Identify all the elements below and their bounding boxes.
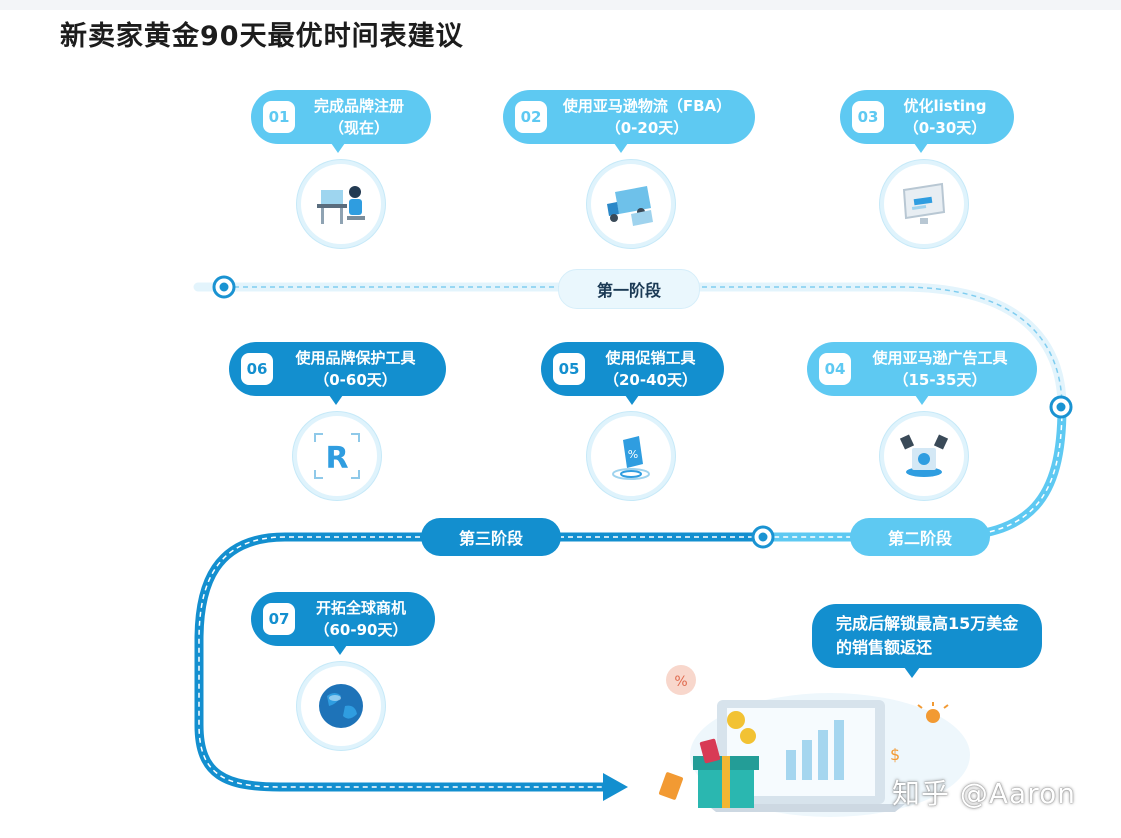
step-number: 05 [553, 353, 585, 385]
track-arrow-head [603, 773, 628, 801]
top-bar [0, 0, 1121, 10]
step-label: 使用亚马逊广告工具（15-35天） [872, 349, 1008, 389]
svg-text:$: $ [890, 745, 900, 764]
svg-text:R: R [325, 441, 348, 476]
step-label: 优化listing（0-30天） [903, 97, 987, 137]
step-label: 使用促销工具（20-40天） [604, 349, 697, 389]
step-label: 使用亚马逊物流（FBA）（0-20天） [562, 97, 732, 137]
step-03: 03 优化listing（0-30天） [840, 90, 1014, 153]
step-number: 02 [515, 101, 547, 133]
step-04: 04 使用亚马逊广告工具（15-35天） [807, 342, 1037, 405]
step-05: 05 使用促销工具（20-40天） [541, 342, 724, 405]
step-06: 06 使用品牌保护工具（0-60天） [229, 342, 446, 405]
step-label: 开拓全球商机（60-90天） [314, 599, 408, 639]
globe-icon [297, 662, 385, 750]
promotion-tag-icon: % [587, 412, 675, 500]
registered-trademark-icon: R [293, 412, 381, 500]
delivery-truck-icon [587, 160, 675, 248]
monitor-listing-icon [880, 160, 968, 248]
step-number: 03 [852, 101, 884, 133]
step-number: 07 [263, 603, 295, 635]
svg-text:%: % [628, 448, 638, 461]
phase-1-label: 第一阶段 [558, 269, 700, 309]
svg-text:%: % [674, 674, 687, 690]
reward-illustration-icon: % $ [659, 665, 970, 817]
advertising-tool-icon [880, 412, 968, 500]
step-07: 07 开拓全球商机（60-90天） [251, 592, 435, 655]
step-number: 06 [241, 353, 273, 385]
reward-callout: 完成后解锁最高15万美金的销售额返还 [812, 604, 1043, 678]
step-number: 04 [819, 353, 851, 385]
step-label: 完成品牌注册（现在） [313, 97, 404, 137]
step-01: 01 完成品牌注册（现在） [251, 90, 431, 153]
phase-2-label: 第二阶段 [850, 518, 990, 556]
step-number: 01 [263, 101, 295, 133]
phase-3-label: 第三阶段 [421, 518, 561, 556]
watermark: 知乎 @Aaron [892, 777, 1076, 810]
step-02: 02 使用亚马逊物流（FBA）（0-20天） [503, 90, 755, 153]
step-label: 使用品牌保护工具（0-60天） [295, 349, 416, 389]
office-worker-icon [297, 160, 385, 248]
page-title: 新卖家黄金90天最优时间表建议 [60, 21, 464, 52]
